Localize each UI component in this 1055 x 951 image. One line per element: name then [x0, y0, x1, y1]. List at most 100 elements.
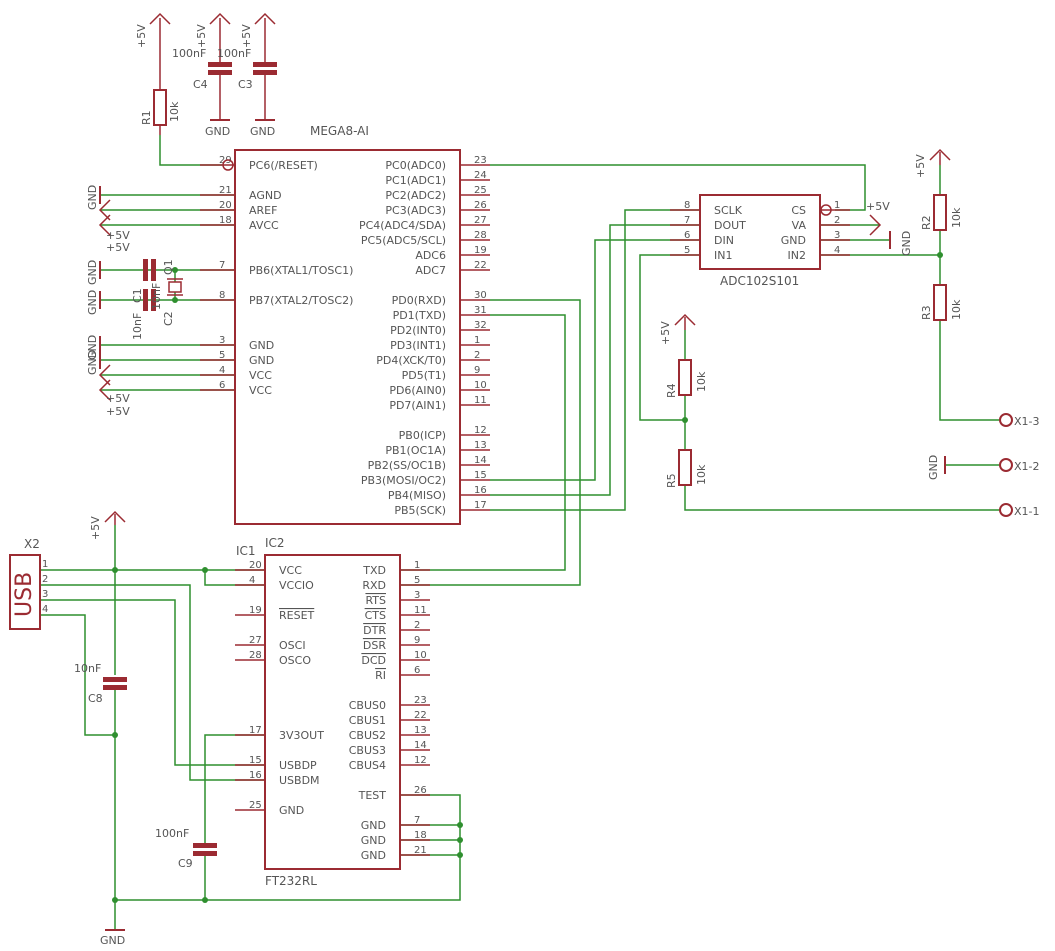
pin-name: AVCC	[249, 219, 279, 232]
pin-name: GND	[279, 804, 304, 817]
pin-number: 4	[219, 365, 225, 376]
pin-name: USBDP	[279, 759, 317, 772]
r2-body	[933, 194, 947, 231]
pin-name: PD7(AIN1)	[389, 399, 446, 412]
pin-name: CBUS2	[349, 729, 386, 742]
pin-name: PB3(MOSI/OC2)	[361, 474, 446, 487]
x1-1-pad[interactable]	[999, 503, 1013, 517]
pin-name: PD3(INT1)	[390, 339, 446, 352]
usb-section: X2 USB 1 2 3 4 +5V 10nF C8 100nF C9 GND	[9, 510, 217, 947]
pin-name: RXD	[362, 579, 386, 592]
pin-name: VCC	[249, 384, 272, 397]
pin-number: 20	[219, 200, 232, 211]
pin-name: PC0(ADC0)	[385, 159, 446, 172]
pin-name: VA	[792, 219, 807, 232]
pin-number: 18	[414, 830, 427, 841]
pin-number: 11	[414, 605, 427, 616]
pin-number: 19	[249, 605, 262, 616]
r5-body	[678, 449, 692, 486]
c2-plate-right	[151, 289, 156, 311]
pin-name: PD4(XCK/T0)	[376, 354, 446, 367]
pin-number: 5	[219, 350, 225, 361]
pin-number: 27	[249, 635, 262, 646]
pin-number: 25	[249, 800, 262, 811]
pin-number: 32	[474, 320, 487, 331]
pin-number: 14	[414, 740, 427, 751]
pin-number: 5	[414, 575, 420, 586]
pin-name: VCC	[279, 564, 302, 577]
mega8-right-pins: 23PC0(ADC0)24PC1(ADC1)25PC2(ADC2)26PC3(A…	[359, 155, 490, 517]
pin-name: ADC7	[415, 264, 446, 277]
pin-number: 23	[474, 155, 487, 166]
pin-name: GND	[781, 234, 806, 247]
vcc-arrow-icon	[98, 199, 111, 221]
pin-name: DIN	[714, 234, 734, 247]
vcc-arrow-icon	[98, 379, 111, 401]
pin-number: 10	[474, 380, 487, 391]
usb-label: USB	[12, 572, 37, 617]
junction-dot	[202, 567, 208, 573]
pin-name: PB2(SS/OC1B)	[368, 459, 446, 472]
gnd-label: GND	[86, 335, 99, 360]
pin-name: CBUS3	[349, 744, 386, 757]
pin-number: 12	[414, 755, 427, 766]
r2-ref: R2	[920, 215, 933, 230]
x1-3-pad[interactable]	[999, 413, 1013, 427]
r4-ref: R4	[665, 383, 678, 398]
junction-dot	[202, 897, 208, 903]
pin-name: PB5(SCK)	[394, 504, 446, 517]
r5-ref: R5	[665, 473, 678, 488]
pin-name: AREF	[249, 204, 277, 217]
gnd-label: GND	[86, 350, 99, 375]
pin-number: 8	[684, 200, 690, 211]
c1-ref: C1	[131, 288, 144, 303]
pin-number: 8	[219, 290, 225, 301]
r1-body	[153, 89, 167, 126]
pin-number: 22	[414, 710, 427, 721]
pin-name: PD6(AIN0)	[389, 384, 446, 397]
pin-number: 11	[474, 395, 487, 406]
usb-pin-2: 2	[42, 574, 48, 585]
pin-name: GND	[361, 849, 386, 862]
pin-name: GND	[361, 819, 386, 832]
c4-plate-top	[208, 62, 232, 67]
vcc-label: +5V	[106, 405, 130, 418]
r3-value: 10k	[950, 299, 963, 320]
pin-number: 9	[414, 635, 420, 646]
pin-name: PB1(OC1A)	[385, 444, 446, 457]
pin-name: PB4(MISO)	[388, 489, 446, 502]
pin-number: 3	[414, 590, 420, 601]
usb-ref: X2	[24, 537, 40, 551]
pin-name: DOUT	[714, 219, 746, 232]
pin-name: ADC6	[415, 249, 446, 262]
wire-usb-dp	[40, 599, 265, 766]
vcc-label: +5V	[106, 392, 130, 405]
pin-name: RI	[375, 669, 386, 682]
pin-name: VCCIO	[279, 579, 314, 592]
x1-2-pad[interactable]	[999, 458, 1013, 472]
pin-number: 4	[834, 245, 840, 256]
junction-dot	[457, 822, 463, 828]
vcc-arrow-icon	[869, 214, 882, 236]
wires	[40, 135, 1000, 930]
pin-number: 18	[219, 215, 232, 226]
c1-plate-left	[143, 259, 148, 281]
pin-name: PC4(ADC4/SDA)	[359, 219, 446, 232]
pin-name: PD1(TXD)	[393, 309, 446, 322]
pin-name: DTR	[363, 624, 386, 637]
c1-plate-right	[151, 259, 156, 281]
pin-name: PC2(ADC2)	[385, 189, 446, 202]
pin-name: PD2(INT0)	[390, 324, 446, 337]
mega8-name: MEGA8-AI	[310, 124, 369, 138]
wire-miso	[490, 224, 700, 496]
pin-number: 13	[414, 725, 427, 736]
wire-sck	[490, 209, 700, 511]
vcc-label: +5V	[106, 241, 130, 254]
q1-ref: Q1	[162, 259, 175, 275]
ft232-right-pins: 1TXD5RXD3RTS11CTS2DTR9DSR10DCD6RI23CBUS0…	[349, 560, 430, 862]
c9-plate-bottom	[193, 851, 217, 856]
